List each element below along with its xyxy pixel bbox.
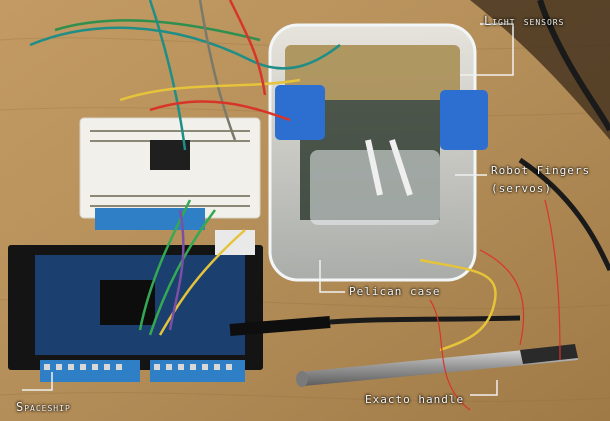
pelican-case-label: Pelican case xyxy=(349,285,441,298)
annotation-lines xyxy=(22,23,514,396)
bottom-terminal-right xyxy=(150,360,245,382)
bottom-terminal-left xyxy=(40,360,140,382)
servo-left xyxy=(275,85,325,140)
exacto-handle-pointer xyxy=(470,380,498,396)
black-cable xyxy=(537,0,610,132)
top-terminal-block xyxy=(95,208,205,230)
spaceship-pointer xyxy=(22,372,53,391)
pelican-case xyxy=(268,23,488,282)
light-sensors-pointer xyxy=(460,23,514,76)
usb-cable-tail xyxy=(329,315,521,325)
exacto-handle-label: Exacto handle xyxy=(365,393,465,406)
robot-fingers-label-line2: (servos) xyxy=(491,182,552,195)
exacto-knife xyxy=(296,344,578,387)
breadboard xyxy=(79,117,261,219)
sensor-board xyxy=(285,45,460,100)
robot-finger-left xyxy=(365,139,383,196)
servo-right xyxy=(440,90,488,150)
light-sensors-label: Light sensors xyxy=(484,14,565,28)
finger-mechanism xyxy=(310,150,440,225)
spaceship-label: Spaceship xyxy=(16,400,71,414)
black-cable-2 xyxy=(518,157,610,272)
wire-bundle xyxy=(29,0,561,411)
robot-fingers-label-line1: Robot Fingers xyxy=(491,164,591,177)
usb-cable xyxy=(229,316,331,336)
robot-finger-right xyxy=(389,139,413,196)
arduino-spaceship xyxy=(8,230,263,382)
pelican-case-pointer xyxy=(319,260,345,293)
background-shadow xyxy=(470,0,610,140)
